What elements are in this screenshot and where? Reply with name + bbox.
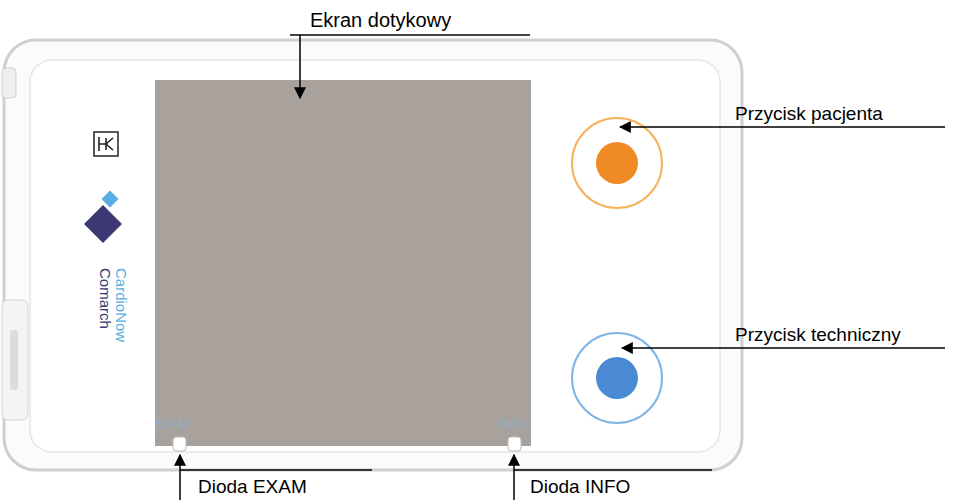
brand-text: Comarch <box>98 268 113 329</box>
device-marking: EXAM <box>155 418 189 430</box>
device-marking: INFO <box>498 418 527 430</box>
part-label: Dioda INFO <box>530 477 630 496</box>
part-label: Ekran dotykowy <box>310 10 451 30</box>
part-label: Przycisk techniczny <box>735 325 901 344</box>
part-label: Dioda EXAM <box>198 477 307 496</box>
brand-text: CardioNow <box>114 268 129 342</box>
part-label: Przycisk pacjenta <box>735 104 883 123</box>
